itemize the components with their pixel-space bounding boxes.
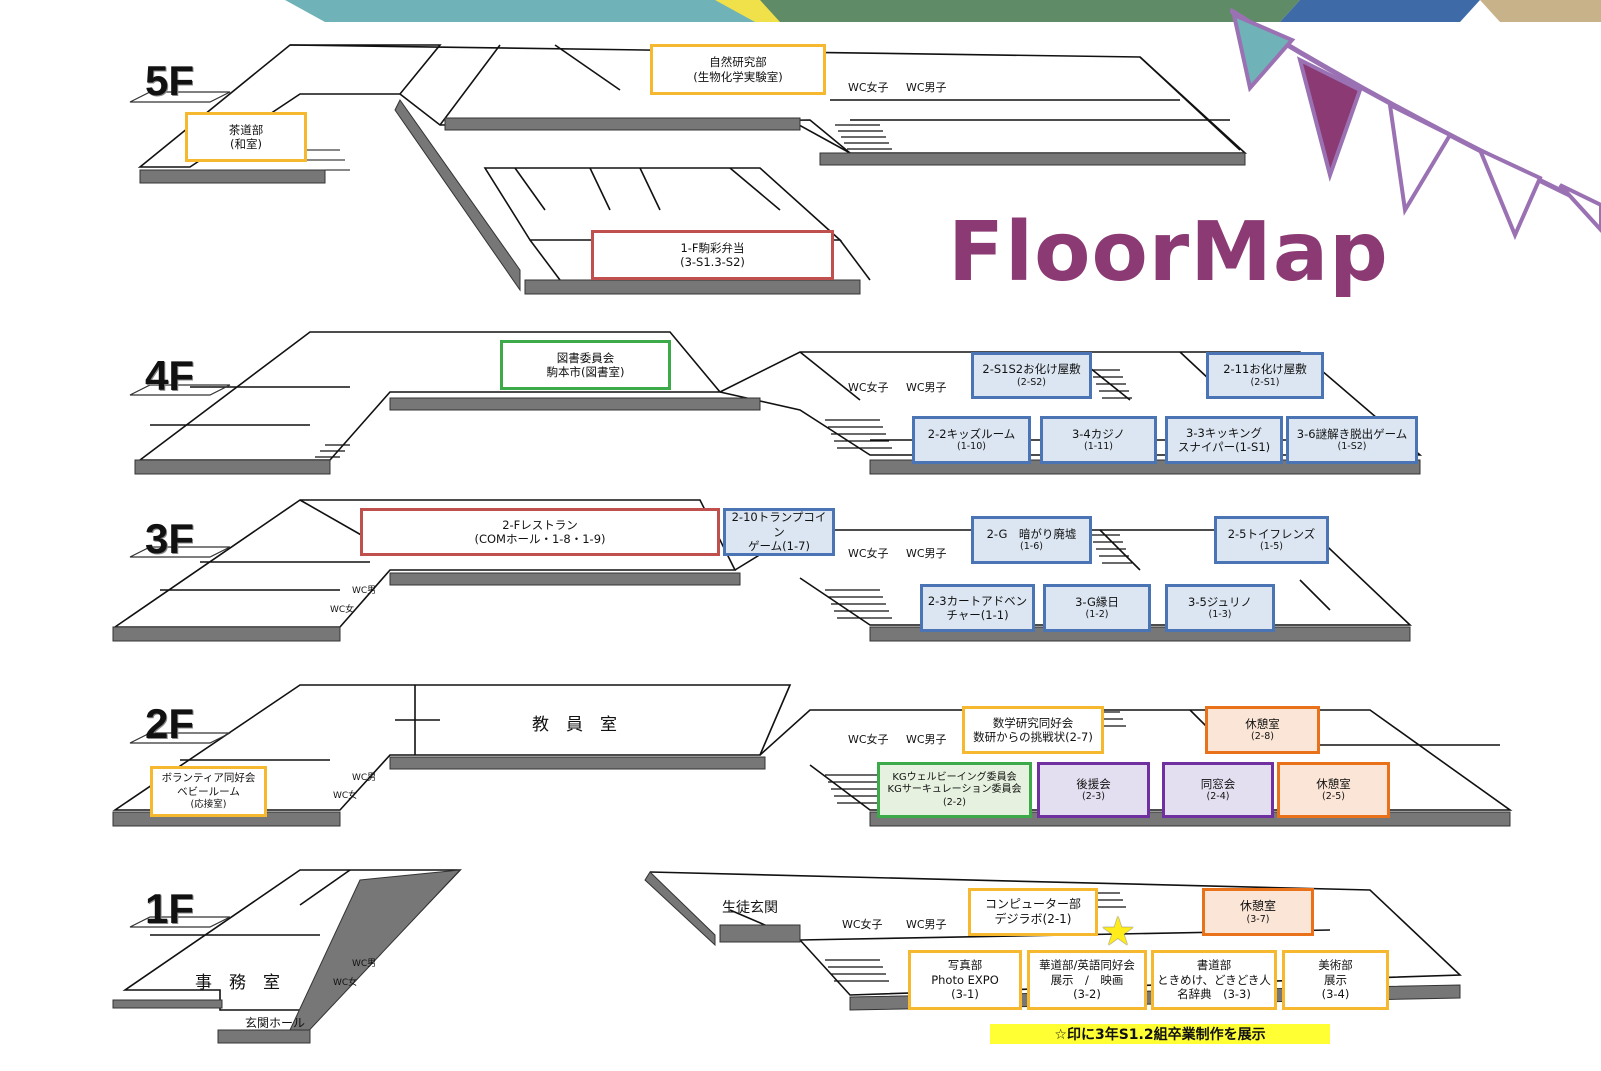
wc-female-3f: WC女子 <box>848 547 889 560</box>
room-casino[interactable]: 3-4カジノ (1-11) <box>1040 416 1157 464</box>
wc-male-1f: WC男子 <box>906 918 947 931</box>
flag-purple <box>1296 56 1363 182</box>
student-entrance: 生徒玄関 <box>722 900 778 916</box>
room-flower-english[interactable]: 華道部/英語同好会 展示 / 映画 (3-2) <box>1027 950 1147 1010</box>
wc-female-2f-west: WC女 <box>333 791 358 801</box>
wc-female-2f: WC女子 <box>848 733 889 746</box>
star-marker-icon: ★ <box>1100 909 1136 955</box>
room-bento[interactable]: 1-F駒彩弁当 (3-S1.3-S2) <box>591 230 834 280</box>
wc-female-1f-west: WC女 <box>333 978 358 988</box>
wc-male-2f: WC男子 <box>906 733 947 746</box>
floor-label-2f: 2F <box>145 700 195 747</box>
room-kids-room[interactable]: 2-2キッズルーム (1-10) <box>912 416 1031 464</box>
room-haunted-house-2-11[interactable]: 2-11お化け屋敷 (2-S1) <box>1206 352 1324 399</box>
wc-male-3f-west: WC男 <box>352 586 377 596</box>
header-stripes <box>285 0 1601 22</box>
floor-label-5f: 5F <box>145 57 195 104</box>
wc-female-4f: WC女子 <box>848 381 889 394</box>
room-supporters[interactable]: 後援会 (2-3) <box>1037 762 1150 818</box>
wc-female-3f-west: WC女 <box>330 605 355 615</box>
office: 事 務 室 <box>195 973 280 993</box>
room-tea-ceremony[interactable]: 茶道部 (和室) <box>185 112 307 162</box>
room-library-committee[interactable]: 図書委員会 駒本市(図書室) <box>500 340 671 390</box>
room-art-club[interactable]: 美術部 展示 (3-4) <box>1282 950 1389 1010</box>
room-volunteer-baby[interactable]: ボランティア同好会 ベビールーム (応接室) <box>150 766 267 817</box>
entrance-hall: 玄関ホール <box>245 1016 306 1030</box>
bunting-decoration <box>1230 7 1601 240</box>
room-trump-coin-game[interactable]: 2-10トランプコイン ゲーム(1-7) <box>723 508 835 556</box>
room-photography[interactable]: 写真部 Photo EXPO (3-1) <box>908 950 1022 1010</box>
room-alumni[interactable]: 同窓会 (2-4) <box>1162 762 1274 818</box>
room-rest-2-8[interactable]: 休憩室 (2-8) <box>1205 706 1320 754</box>
floor-label-1f: 1F <box>145 885 195 932</box>
room-rest-3-7[interactable]: 休憩室 (3-7) <box>1202 888 1314 936</box>
room-haunted-house-2s1s2[interactable]: 2-S1S2お化け屋敷 (2-S2) <box>971 352 1092 399</box>
room-kicking-sniper[interactable]: 3-3キッキング スナイパー(1-S1) <box>1165 416 1283 464</box>
room-festival[interactable]: 3-G縁日 (1-2) <box>1043 584 1151 632</box>
wc-male-1f-west: WC男 <box>352 959 377 969</box>
room-calligraphy[interactable]: 書道部 ときめけ、どきどき人 名辞典 (3-3) <box>1151 950 1277 1010</box>
page-title: FloorMap <box>948 205 1389 300</box>
wc-male-5f: WC男子 <box>906 81 947 94</box>
wc-male-3f: WC男子 <box>906 547 947 560</box>
flag-teal <box>1231 11 1296 93</box>
room-dark-ruins[interactable]: 2-G 暗がり廃墟 (1-6) <box>971 516 1092 564</box>
staff-room: 教 員 室 <box>532 715 617 735</box>
graduation-work-note: ☆印に3年S1.2組卒業制作を展示 <box>990 1024 1330 1044</box>
room-rest-2-5[interactable]: 休憩室 (2-5) <box>1277 762 1390 818</box>
wc-female-5f: WC女子 <box>848 81 889 94</box>
wc-male-2f-west: WC男 <box>352 773 377 783</box>
wc-female-1f: WC女子 <box>842 918 883 931</box>
room-kg-committee[interactable]: KGウェルビーイング委員会 KGサーキュレーション委員会 (2-2) <box>877 762 1032 818</box>
wc-male-4f: WC男子 <box>906 381 947 394</box>
room-toy-friends[interactable]: 2-5トイフレンズ (1-5) <box>1214 516 1329 564</box>
floor-label-3f: 3F <box>145 515 195 562</box>
room-computer-club[interactable]: コンピューター部 デジラボ(2-1) <box>968 888 1098 936</box>
floor-label-4f: 4F <box>145 352 195 399</box>
room-restaurant[interactable]: 2-Fレストラン (COMホール・1-8・1-9) <box>360 508 720 556</box>
room-math-research[interactable]: 数学研究同好会 数研からの挑戦状(2-7) <box>962 706 1104 754</box>
room-juliet[interactable]: 3-5ジュリノ (1-3) <box>1165 584 1275 632</box>
room-escape-game[interactable]: 3-6謎解き脱出ゲーム (1-S2) <box>1286 416 1418 464</box>
room-cart-adventure[interactable]: 2-3カートアドベン チャー(1-1) <box>920 584 1035 632</box>
room-nature-research[interactable]: 自然研究部 (生物化学実験室) <box>650 44 826 95</box>
